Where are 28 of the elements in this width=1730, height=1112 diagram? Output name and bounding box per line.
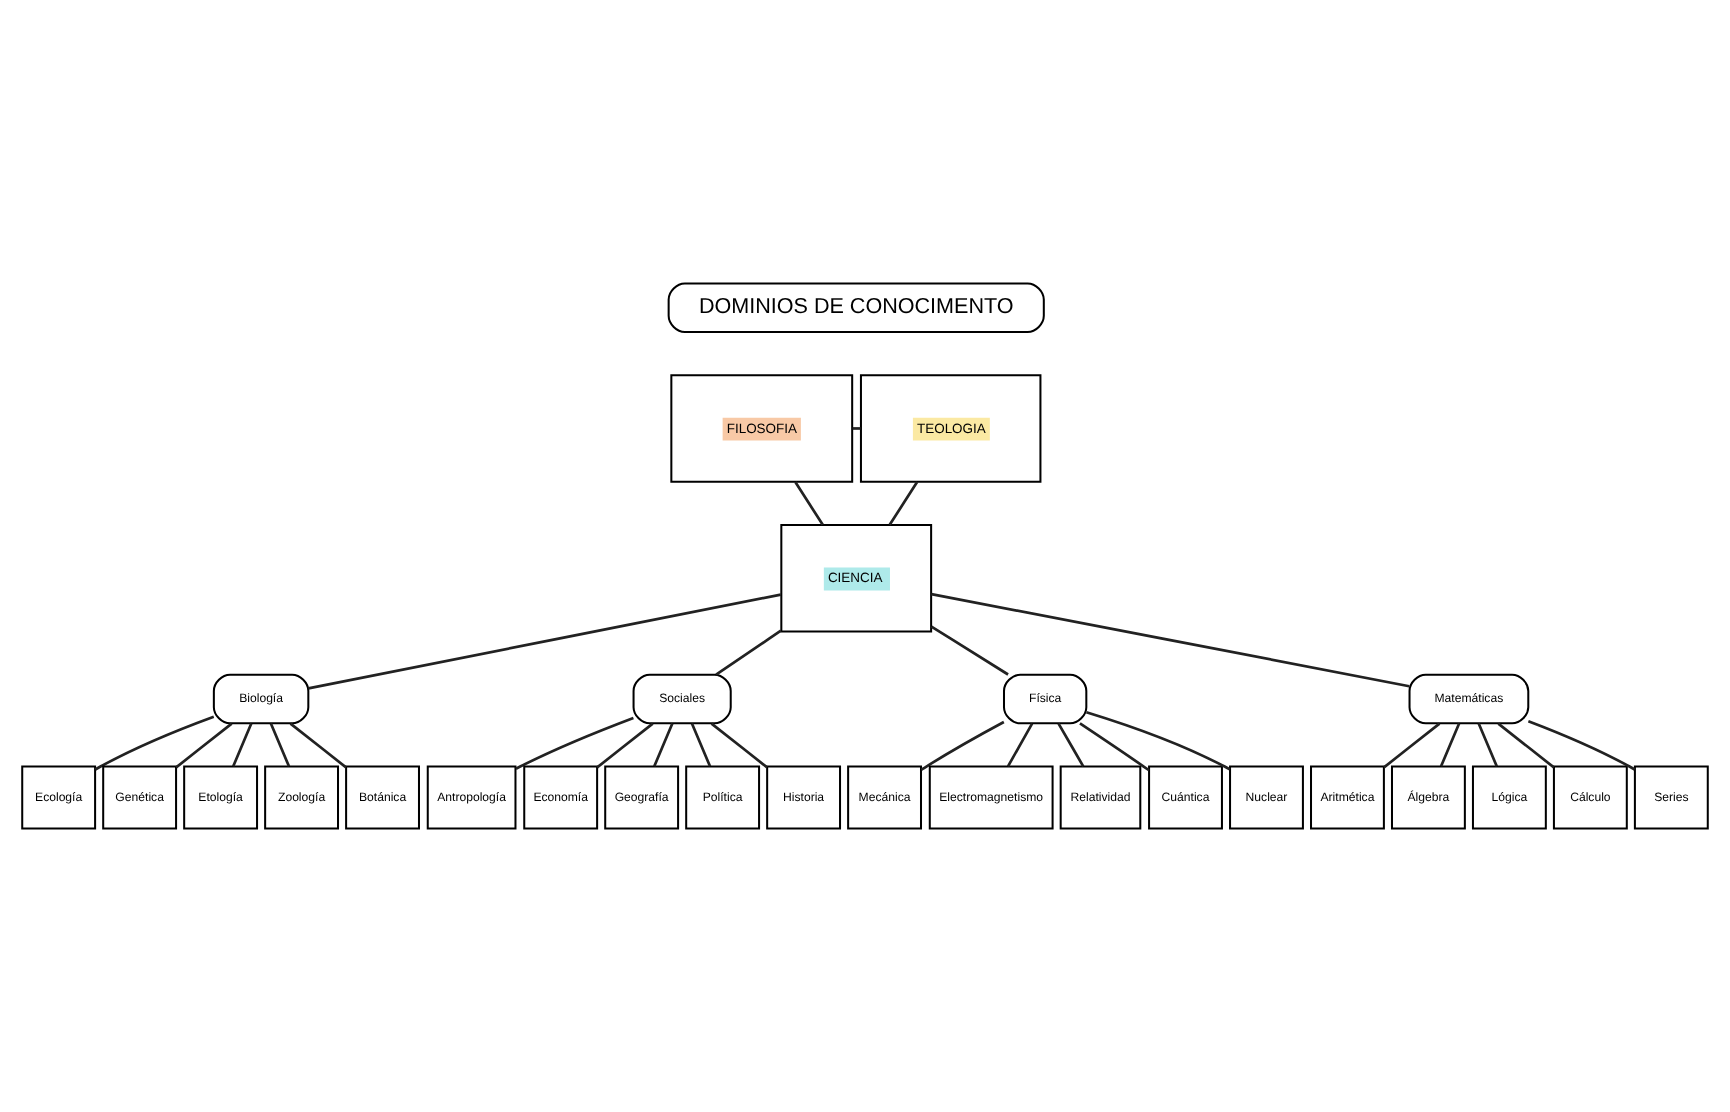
connector xyxy=(931,592,1410,688)
connector xyxy=(1477,723,1499,767)
connector xyxy=(175,722,233,769)
connector xyxy=(308,593,782,690)
connector xyxy=(852,427,861,430)
connector xyxy=(289,722,347,769)
connector xyxy=(269,723,291,767)
connector xyxy=(888,481,919,526)
connector xyxy=(710,722,768,769)
connector xyxy=(596,722,654,769)
connector xyxy=(920,720,1005,771)
connector xyxy=(1006,722,1034,767)
connector xyxy=(1086,710,1231,771)
node-box: DOMINIOS DE CONOCIMENTO xyxy=(667,282,1045,333)
connector xyxy=(1383,722,1441,769)
connector xyxy=(1497,722,1555,769)
connector xyxy=(231,723,253,767)
connector xyxy=(715,629,782,676)
connector xyxy=(94,715,215,771)
connector xyxy=(515,716,634,770)
connector xyxy=(653,723,674,767)
connector xyxy=(1527,719,1636,771)
connector xyxy=(1079,722,1150,772)
connector xyxy=(1439,723,1461,767)
connector xyxy=(930,625,1009,676)
connector xyxy=(1057,722,1085,767)
connector xyxy=(794,481,824,526)
connector xyxy=(690,723,712,767)
